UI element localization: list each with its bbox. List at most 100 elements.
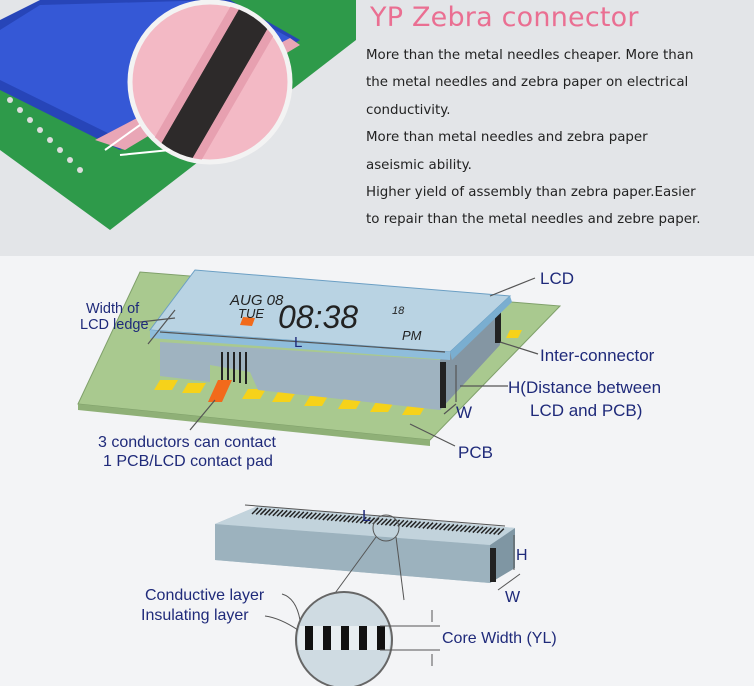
- description-line: to repair than the metal needles and zeb…: [366, 212, 701, 228]
- description: More than the metal needles cheaper. Mor…: [366, 42, 746, 234]
- label-inter-connector: Inter-connector: [540, 346, 655, 365]
- lcd-ampm: PM: [402, 328, 422, 343]
- conductive-stripe: [288, 510, 297, 518]
- diagrams: AUG 08 TUE 08:38 18 PM LCD Width of LCD …: [77, 269, 661, 686]
- conductive-stripe: [284, 510, 292, 518]
- page-title: YP Zebra connector: [370, 2, 639, 33]
- top-section: YP Zebra connector More than the metal n…: [0, 0, 754, 256]
- conductive-stripe: [293, 510, 301, 519]
- conductive-stripe: [443, 523, 451, 531]
- conductive-stripe: [422, 521, 430, 529]
- conductive-stripe: [313, 512, 322, 520]
- description-line: the metal needles and zebra paper on ele…: [366, 75, 689, 91]
- conductive-stripe: [468, 525, 476, 533]
- label-insulating-layer: Insulating layer: [141, 607, 249, 624]
- label-ledge-width-2: LCD ledge: [80, 317, 149, 333]
- conductive-stripe: [251, 507, 259, 515]
- conductive-stripe: [484, 527, 492, 535]
- label-width: W: [456, 403, 472, 422]
- description-line: More than the metal needles cheaper. Mor…: [366, 48, 694, 63]
- zebra-stripes: [221, 352, 247, 384]
- magnified-view: [295, 591, 393, 686]
- conductive-stripe: [368, 517, 376, 525]
- conductive-stripe: [401, 520, 409, 528]
- label-conductors: 3 conductors can contact: [98, 434, 276, 451]
- label-connector-width: W: [505, 589, 521, 606]
- conductive-stripe: [472, 526, 480, 534]
- conductive-stripes: [251, 507, 505, 536]
- pcb-holes: [7, 97, 83, 173]
- lcd-time: 08:38: [278, 299, 358, 335]
- conductive-stripe: [255, 507, 263, 515]
- description-line: Higher yield of assembly than zebra pape…: [366, 185, 696, 201]
- conductive-stripe: [338, 514, 347, 522]
- conductive-stripe: [380, 518, 388, 526]
- label-length: L: [294, 334, 302, 351]
- conductive-stripe: [426, 522, 434, 530]
- label-connector-length: L: [362, 508, 371, 525]
- conductive-stripe: [418, 521, 426, 529]
- conductive-stripe: [438, 523, 447, 531]
- conductive-stripe: [447, 523, 455, 531]
- conductive-stripe: [334, 514, 342, 522]
- conductive-stripe: [351, 515, 359, 523]
- highlighted-pad: [208, 380, 232, 402]
- conductive-stripe: [272, 509, 280, 517]
- contact-pads: [154, 330, 522, 415]
- conductive-stripe: [376, 517, 384, 526]
- conductive-stripe: [455, 524, 463, 532]
- lcd-day: TUE: [238, 306, 264, 321]
- conductive-stripe: [268, 508, 276, 516]
- conductive-stripe: [343, 515, 351, 523]
- label-conductors-2: 1 PCB/LCD contact pad: [103, 453, 273, 470]
- label-core-width: Core Width (YL): [442, 630, 557, 647]
- description-line: conductivity.: [366, 102, 451, 118]
- product-photo: [0, 0, 356, 256]
- inter-connector: [160, 342, 440, 410]
- conductive-stripe: [409, 520, 417, 528]
- conductive-stripe: [322, 513, 330, 521]
- conductive-stripe: [413, 521, 422, 529]
- conductive-stripe: [280, 509, 288, 517]
- conductive-stripe: [488, 527, 497, 535]
- conductive-stripe: [480, 526, 488, 534]
- conductive-stripe: [463, 525, 472, 533]
- conductive-stripe: [318, 513, 326, 521]
- conductive-stripe: [363, 516, 372, 524]
- assembly-diagram: AUG 08 TUE 08:38 18 PM LCD Width of LCD …: [77, 269, 661, 470]
- connector-diagram: L H W Conductive layer Insulating layer …: [141, 504, 557, 686]
- conductive-stripe: [430, 522, 438, 530]
- leader-lines: [139, 277, 539, 447]
- conductive-stripe: [393, 519, 401, 527]
- conductive-stripe: [263, 508, 272, 516]
- lcd-display-text: AUG 08 TUE 08:38 18 PM: [229, 292, 422, 343]
- conductive-stripe: [276, 509, 284, 517]
- conductive-stripe: [359, 516, 367, 524]
- conductive-stripe: [330, 514, 338, 522]
- conductive-stripe: [355, 516, 363, 524]
- conductive-stripe: [301, 511, 309, 519]
- description-line: More than metal needles and zebra paper: [366, 130, 648, 146]
- conductive-stripe: [259, 508, 267, 516]
- conductive-stripe: [309, 512, 317, 520]
- label-connector-height: H: [516, 547, 528, 564]
- conductive-stripe: [451, 524, 459, 532]
- conductive-stripe: [347, 515, 355, 523]
- conductive-stripe: [434, 522, 442, 530]
- conductive-stripe: [459, 524, 467, 533]
- conductive-stripe: [497, 528, 505, 536]
- conductive-stripe: [297, 511, 305, 519]
- label-conductive-layer: Conductive layer: [145, 587, 265, 604]
- label-ledge-width: Width of: [86, 301, 140, 317]
- conductive-stripe: [384, 518, 392, 526]
- label-height: H(Distance between: [508, 378, 661, 397]
- label-lcd: LCD: [540, 269, 574, 288]
- conductive-stripe: [405, 520, 413, 528]
- lcd-date: AUG 08: [229, 292, 284, 309]
- conductive-stripe: [493, 527, 501, 535]
- label-height-2: LCD and PCB): [530, 401, 642, 420]
- description-line: aseismic ability.: [366, 157, 472, 173]
- conductive-stripe: [476, 526, 484, 534]
- conductive-stripe: [326, 513, 334, 521]
- lcd-seconds: 18: [392, 305, 405, 317]
